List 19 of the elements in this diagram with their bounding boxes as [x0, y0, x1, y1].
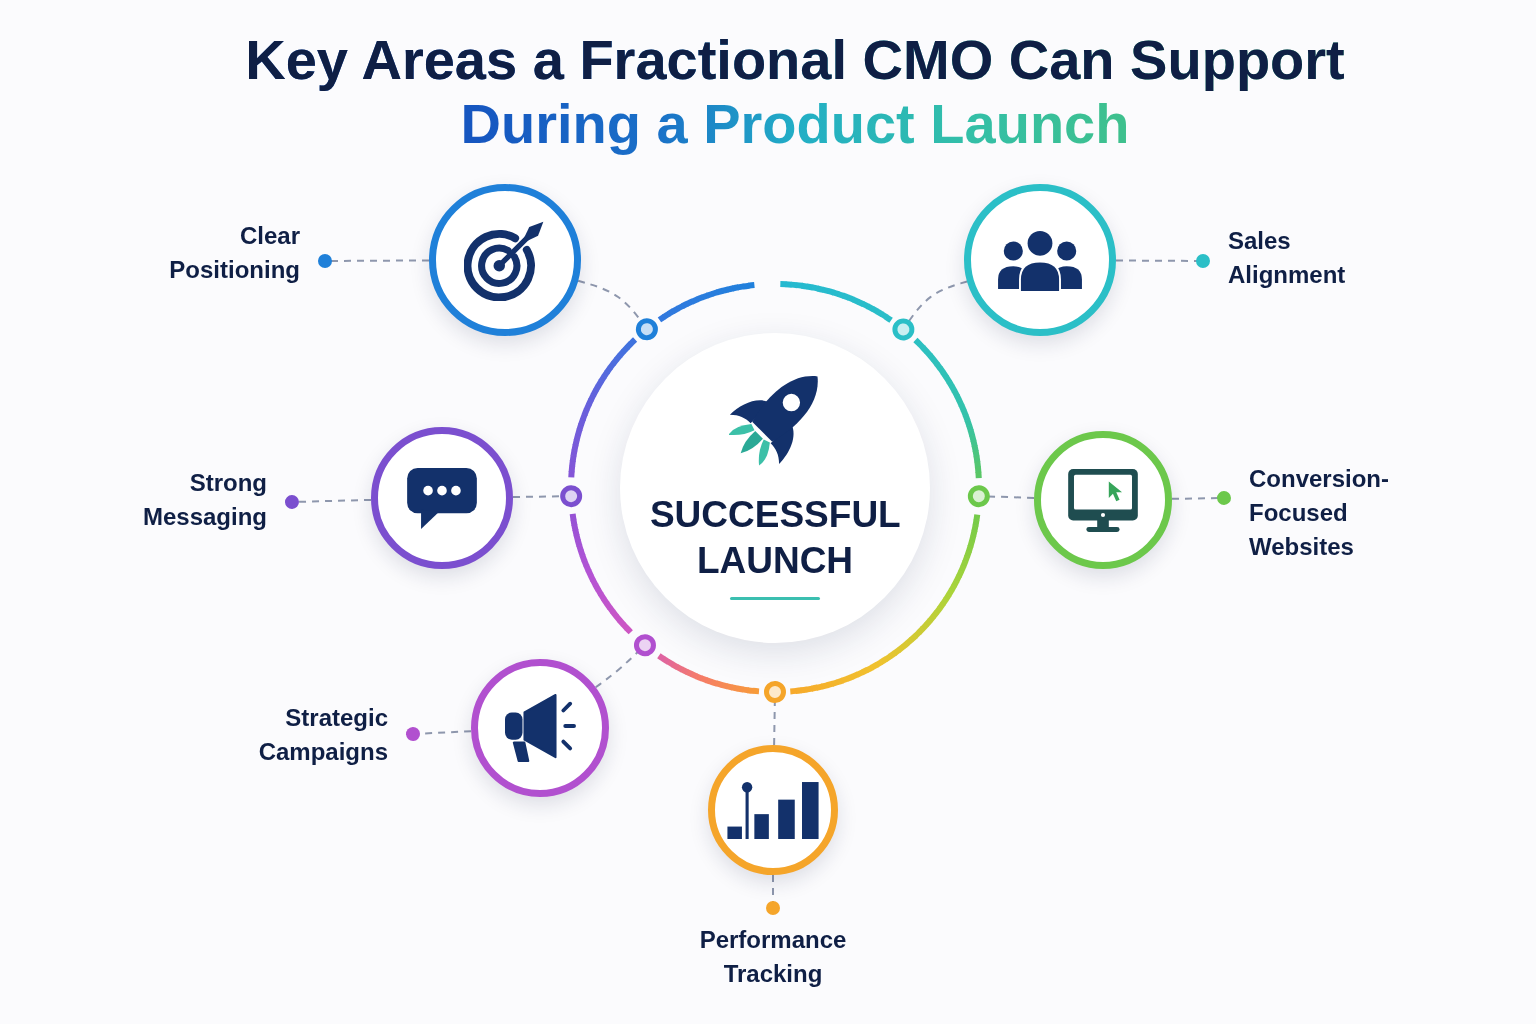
dashed-connector	[967, 485, 1036, 508]
feature-label: Performance Tracking	[699, 925, 847, 989]
dashed-connector	[285, 495, 373, 509]
dashed-connector	[577, 279, 658, 341]
dashed-connector	[1171, 491, 1231, 505]
center-title: SUCCESSFUL LAUNCH	[649, 493, 901, 583]
feature-label: Strategic Campaigns	[258, 703, 388, 767]
feature-label: Clear Positioning	[169, 221, 300, 285]
feature-label: Conversion- Focused Websites	[1249, 464, 1389, 562]
dashed-connector	[318, 254, 430, 268]
dashed-connector	[594, 634, 656, 689]
feature-label: Sales Alignment	[1228, 226, 1346, 290]
dashed-connector	[1115, 254, 1210, 268]
dashed-connector	[892, 280, 969, 341]
dashed-connector	[766, 874, 780, 915]
dashed-connector	[406, 727, 473, 741]
dashed-connector	[764, 681, 786, 746]
dashed-connector	[512, 485, 583, 508]
feature-label: Strong Messaging	[142, 468, 267, 532]
